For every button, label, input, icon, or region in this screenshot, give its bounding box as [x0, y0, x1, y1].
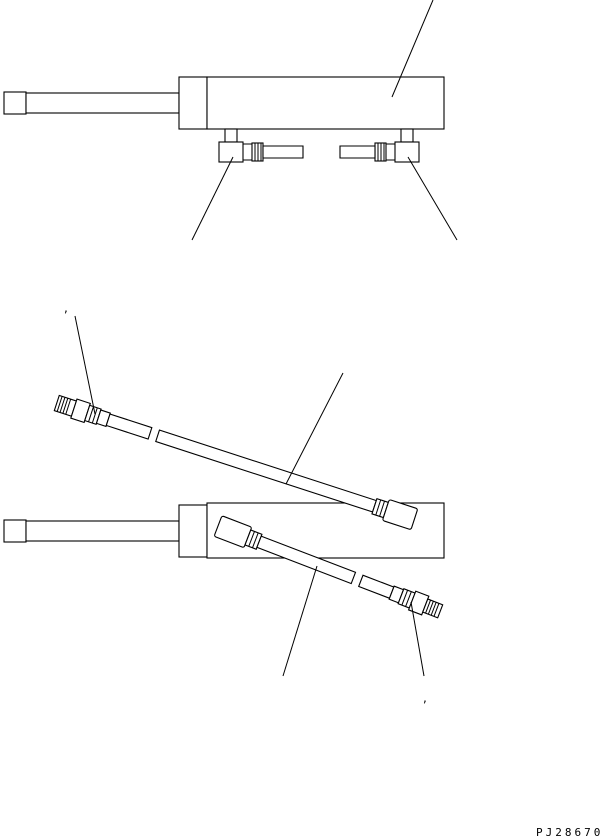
bottom-leader-upper-hose	[285, 372, 344, 485]
top-rod-end	[3, 91, 27, 115]
bottom-cylinder-collar	[178, 504, 208, 558]
mark-lower-right: ,	[423, 691, 427, 705]
lower-hose-assembly	[214, 515, 444, 619]
mark-upper-left: ,	[64, 301, 68, 315]
top-cylinder-collar	[178, 76, 208, 130]
upper-hose-assembly	[53, 394, 418, 530]
top-leader-cylinder	[391, 0, 434, 98]
top-left-elbow	[218, 141, 244, 163]
bottom-leader-upper-coupler	[74, 315, 96, 415]
top-right-elbow	[394, 141, 420, 163]
bottom-leader-lower-coupler	[410, 601, 425, 677]
top-left-hose	[262, 145, 304, 159]
top-cylinder-body	[206, 76, 445, 130]
drawing-number: PJ28670	[536, 826, 603, 839]
upper-end-fitting	[382, 499, 418, 530]
top-leader-right-fitting	[407, 156, 458, 241]
bottom-view	[3, 315, 445, 677]
top-right-hose	[339, 145, 376, 159]
bottom-piston-rod	[25, 520, 180, 542]
top-left-port	[224, 128, 238, 143]
top-leader-left-fitting	[191, 156, 234, 241]
bottom-leader-lower-hose	[282, 565, 318, 677]
top-right-port	[400, 128, 414, 143]
top-view	[3, 0, 458, 241]
top-piston-rod	[25, 92, 180, 114]
lower-quick-coupler	[422, 598, 444, 619]
bottom-rod-end	[3, 519, 27, 543]
